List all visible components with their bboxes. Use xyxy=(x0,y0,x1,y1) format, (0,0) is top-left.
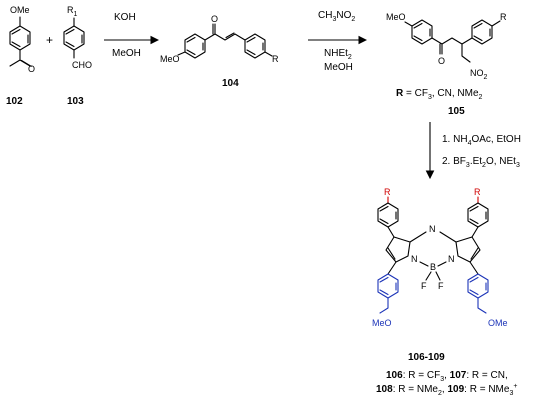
compound-106-109-number: 106-109 xyxy=(408,352,445,363)
reaction-arrow-2: CH3NO2 NHEt2 MeOH xyxy=(308,10,368,73)
reagent-bf3: 2. BF3.Et2O, NEt3 xyxy=(442,156,520,169)
compound-102-number: 102 xyxy=(6,96,23,107)
compound-102: OMe O 102 xyxy=(6,5,35,107)
reagent-nitromethane: CH3NO2 xyxy=(318,10,355,23)
svg-text:N: N xyxy=(411,254,418,264)
svg-text:O: O xyxy=(438,56,445,66)
svg-text:O: O xyxy=(211,14,218,24)
solvent-meoh: MeOH xyxy=(324,62,353,73)
reaction-arrow-1: KOH MeOH xyxy=(104,12,160,59)
plus-sign: + xyxy=(46,33,53,47)
compound-106-109: R R N N N B F F MeO OMe xyxy=(372,187,517,397)
r-label: R xyxy=(500,12,507,22)
compound-103-number: 103 xyxy=(67,96,84,107)
solvent-meoh: MeOH xyxy=(112,48,141,59)
r-label: R xyxy=(272,54,279,64)
boron-label: B xyxy=(430,262,436,272)
svg-text:F: F xyxy=(438,281,444,291)
methoxy-label: MeO xyxy=(386,12,406,22)
legend-line-2: 108: R = NMe2, 109: R = NMe3+ xyxy=(376,383,517,397)
r-definition: R = CF3, CN, NMe2 xyxy=(396,88,483,101)
compound-104: MeO O R 104 xyxy=(160,14,279,89)
reagent-nhet2: NHEt2 xyxy=(324,48,352,61)
reagent-nh4oac: 1. NH4OAc, EtOH xyxy=(442,134,521,147)
r-label-left: R xyxy=(384,187,391,197)
compound-104-number: 104 xyxy=(222,78,239,89)
reagent-koh: KOH xyxy=(114,12,136,23)
methoxy-label: MeO xyxy=(160,54,180,64)
r-label-right: R xyxy=(474,187,481,197)
r1-label: R1 xyxy=(67,5,78,18)
aldehyde-label: CHO xyxy=(72,60,92,70)
fluorine-label: F xyxy=(421,281,427,291)
svg-text:N: N xyxy=(448,254,455,264)
methoxy-left: MeO xyxy=(372,318,392,328)
methoxy-right: OMe xyxy=(488,318,508,328)
compound-105-number: 105 xyxy=(448,106,465,117)
compound-103: R1 CHO 103 xyxy=(63,5,92,107)
aza-nitrogen: N xyxy=(429,224,436,234)
nitro-label: NO2 xyxy=(470,68,488,81)
compound-105: MeO O NO2 R R = CF3, CN, NMe2 105 xyxy=(386,12,507,117)
svg-text:O: O xyxy=(28,64,35,74)
reaction-arrow-3: 1. NH4OAc, EtOH 2. BF3.Et2O, NEt3 xyxy=(425,122,521,180)
methoxy-label: OMe xyxy=(10,5,30,15)
legend-line-1: 106: R = CF3, 107: R = CN, xyxy=(386,370,508,383)
